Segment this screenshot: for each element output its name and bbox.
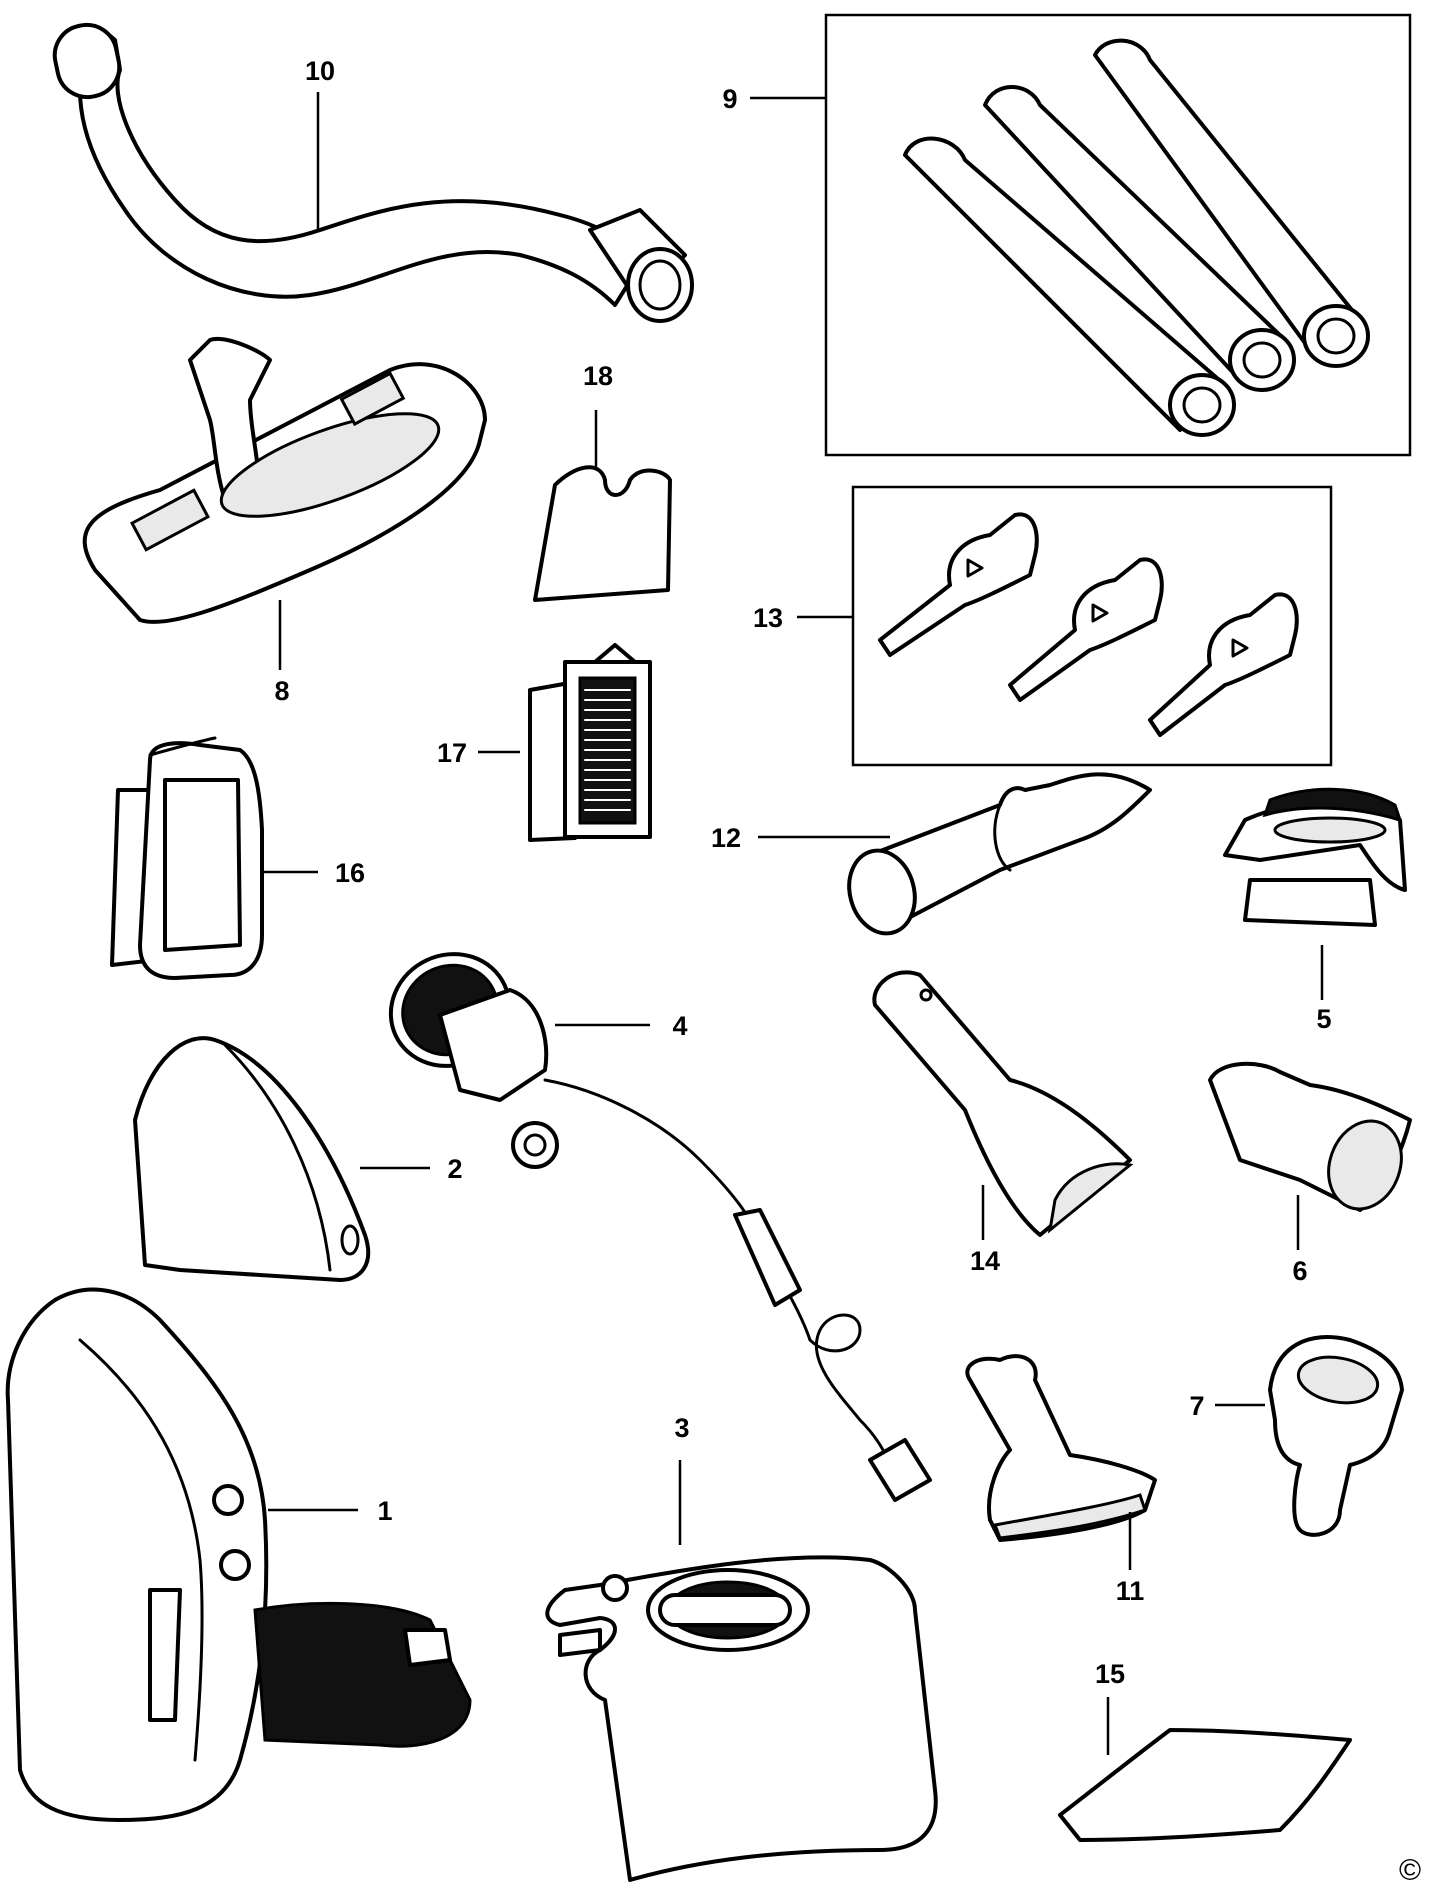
callout-11: 11 (1116, 1576, 1145, 1606)
callout-2: 2 (447, 1154, 462, 1184)
callout-4: 4 (672, 1011, 687, 1041)
callout-13: 13 (753, 603, 783, 633)
callout-14: 14 (970, 1246, 1000, 1276)
callout-5: 5 (1316, 1004, 1331, 1034)
nozzles-group-frame (851, 485, 1333, 767)
foam-filter-icon (533, 465, 672, 602)
crevice-adapter-icon (847, 772, 1152, 936)
flexible-hose-icon (52, 22, 694, 323)
vacuum-cover-icon (133, 1036, 371, 1282)
callout-7: 7 (1189, 1391, 1204, 1421)
callout-16: 16 (335, 858, 365, 888)
brush-tool-icon (1223, 787, 1407, 927)
callout-18: 18 (583, 361, 613, 391)
callout-10: 10 (305, 56, 335, 86)
tubes-group-frame (824, 13, 1412, 457)
pleated-filter-icon (528, 643, 652, 842)
callout-6: 6 (1292, 1256, 1307, 1286)
callout-12: 12 (711, 823, 741, 853)
callout-1: 1 (377, 1496, 392, 1526)
copyright-mark: © (1399, 1854, 1421, 1887)
motor-with-cord-icon (388, 952, 932, 1502)
upholstery-tool-icon (965, 1354, 1157, 1542)
handheld-vacuum-body-icon (5, 1287, 472, 1822)
callout-9: 9 (722, 84, 737, 114)
round-nozzle-icon (1268, 1335, 1404, 1537)
handle-housing-icon (545, 1555, 938, 1882)
inflator-nozzles-icon (878, 512, 1299, 737)
filter-frame-icon (110, 736, 264, 980)
nozzle-adapter-icon (1208, 1061, 1412, 1212)
cloth-icon (1058, 1728, 1352, 1842)
wide-nozzle-icon (872, 970, 1134, 1237)
callout-3: 3 (674, 1413, 689, 1443)
callout-15: 15 (1095, 1659, 1125, 1689)
extension-tubes-icon (903, 38, 1370, 437)
callout-8: 8 (274, 676, 289, 706)
callout-17: 17 (437, 738, 467, 768)
floor-head-icon (82, 337, 487, 624)
